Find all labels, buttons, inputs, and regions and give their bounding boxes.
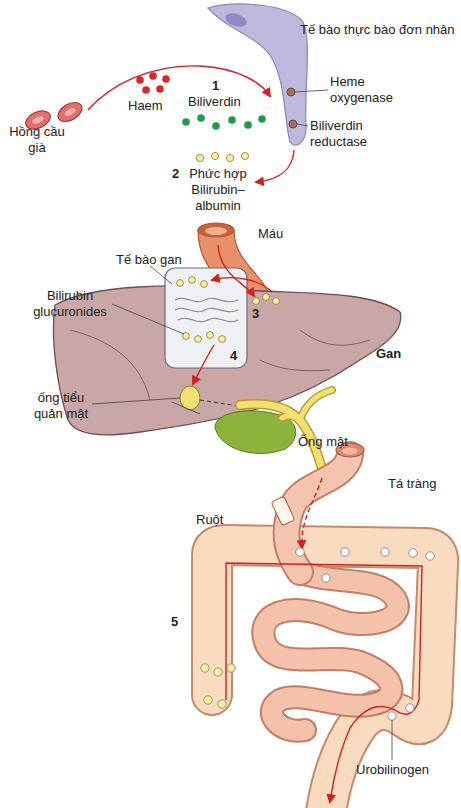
complex-label: Phức hợp Bilirubin–albumin [184, 166, 252, 214]
leader-line [150, 266, 172, 284]
leader-line [92, 398, 180, 404]
cell-label: Tế bào thực bào đơn nhân [300, 22, 455, 38]
biliverdin-dot [258, 115, 266, 123]
leader-line [392, 720, 393, 760]
vessel-opening [198, 223, 234, 237]
leader-line [295, 90, 328, 92]
urobilinogen-dot [381, 548, 389, 556]
urobilinogen-dot [406, 704, 414, 712]
urobilinogen-dot [426, 552, 434, 560]
process-arrow [218, 245, 254, 296]
cell-label: Hồng cầu già [6, 124, 68, 156]
hepatocyte [165, 268, 247, 368]
glucuronide-dot [207, 332, 214, 339]
process-arrow [212, 278, 272, 292]
callout-number: 5 [171, 614, 178, 630]
biliverdin-dot [182, 118, 190, 126]
process-arrow [256, 150, 294, 182]
bile-duct [300, 390, 332, 420]
bilirubin-dot [273, 298, 280, 305]
vessel-label: Máu [258, 226, 283, 242]
endoplasmic-reticulum [175, 308, 238, 311]
enzyme-label: Heme oxygenase [330, 74, 402, 106]
bilirubin-dot [214, 668, 222, 676]
pigment-label: Urobilinogen [356, 762, 429, 778]
red-blood-cell-center [31, 115, 44, 126]
urobilinogen-dot [322, 574, 330, 582]
haem-dot [162, 75, 170, 83]
haem-dot [149, 72, 157, 80]
vessel-lumen [205, 227, 227, 235]
duodenum [286, 455, 350, 572]
callout-number: 3 [252, 306, 259, 322]
glucuronide-dot [219, 336, 226, 343]
urobilinogen-dot [296, 548, 304, 556]
pigment-label: Haem [128, 98, 163, 114]
bilirubin-dot [204, 696, 212, 704]
duodenum-window [271, 496, 295, 525]
haem-dot [156, 85, 164, 93]
urobilinogen-dot [409, 549, 417, 557]
leader-line [297, 124, 308, 126]
bilirubin-dot [241, 152, 248, 159]
macrophage-cell [208, 4, 307, 145]
bilirubin-dot [253, 298, 260, 305]
glucuronide-dot [195, 336, 202, 343]
urobilinogen-dot [341, 548, 349, 556]
bilirubin-dot [227, 664, 235, 672]
leader-line [112, 304, 184, 334]
bilirubin-dot [177, 280, 184, 287]
bile-flow-arrow [302, 478, 322, 548]
dashed-duct-line [200, 400, 238, 406]
callout-number: 1 [212, 78, 219, 94]
liver-lobe-line [300, 330, 370, 345]
organ-label: Ruột [196, 512, 223, 528]
bilirubin-dot [201, 664, 209, 672]
duct-label: Ống mật [298, 434, 348, 450]
process-arrow [193, 345, 214, 384]
process-arrow [88, 66, 270, 110]
urobilinogen-dot [388, 712, 396, 720]
haem-dot [142, 86, 150, 94]
colon [212, 545, 438, 808]
bilirubin-dot [211, 152, 218, 159]
enzyme-label: Biliverdin reductase [310, 118, 382, 150]
duct-label: ống tiểu quản mật [30, 390, 92, 422]
organ-label: Gan [376, 346, 401, 362]
cell-label: Tế bào gan [116, 252, 182, 268]
pigment-label: Biliverdin [188, 94, 241, 110]
endoplasmic-reticulum [178, 318, 238, 321]
biliverdin-dot [197, 114, 205, 122]
biliverdin-dot [228, 116, 236, 124]
liver-lobe-line [260, 360, 330, 371]
biliverdin-dot [244, 121, 252, 129]
bilirubin-dot [226, 154, 233, 161]
bile-duct-outline [300, 390, 332, 420]
red-blood-cell [55, 99, 86, 126]
bilirubin-dot [218, 700, 226, 708]
leader-line [172, 402, 200, 414]
pigment-label: Bilirubin glucuronides [26, 288, 114, 320]
liver-lobe-line [70, 330, 150, 400]
duodenum-outline [286, 455, 350, 572]
organ-label: Tá tràng [388, 476, 436, 492]
callout-number: 2 [172, 166, 179, 182]
cell-nucleus [224, 11, 249, 29]
enzyme-dot [289, 120, 297, 128]
bilirubin-dot [189, 277, 196, 284]
colon-outline [212, 545, 438, 808]
red-blood-cell-center [63, 106, 76, 117]
enzyme-dot [287, 88, 295, 96]
bilirubin-dot [196, 154, 203, 161]
endoplasmic-reticulum [175, 298, 238, 301]
bile-duct [282, 416, 302, 424]
bilirubin-dot [201, 281, 208, 288]
haem-dot [136, 76, 144, 84]
biliverdin-dot [212, 122, 220, 130]
bilirubin-dot [263, 294, 270, 301]
callout-number: 4 [230, 348, 237, 364]
